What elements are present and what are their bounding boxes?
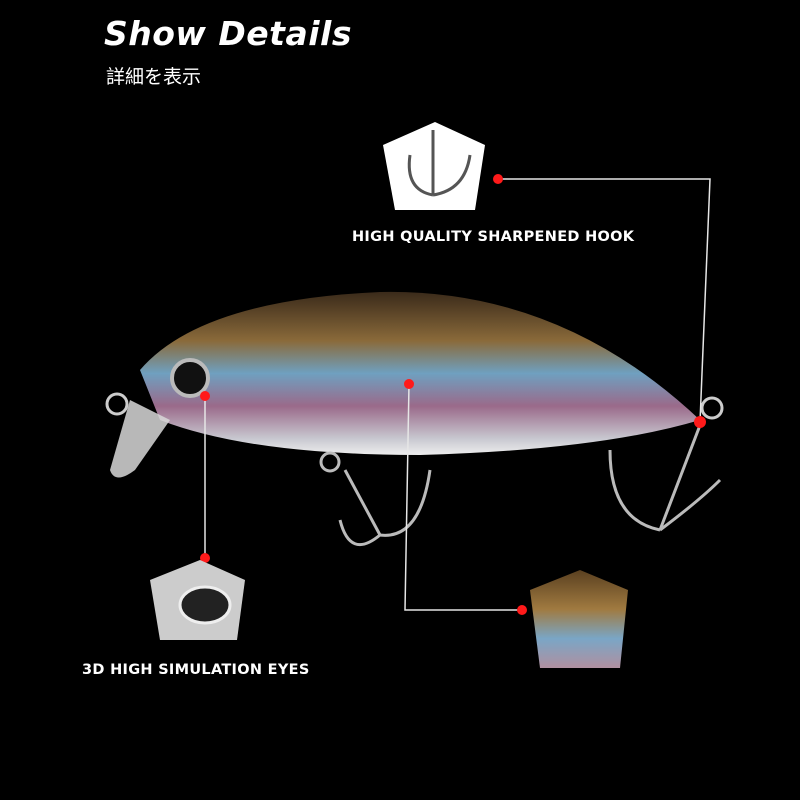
lure-eye [170, 358, 210, 398]
eyes-callout-label: 3D HIGH SIMULATION EYES [82, 662, 310, 678]
scale-detail-callout [530, 570, 628, 668]
page-title: Show Details [104, 14, 352, 53]
hook-detail-callout [383, 122, 485, 210]
leader-lines [204, 178, 711, 611]
line-tie-ring [105, 392, 129, 416]
tail-treble-hook [608, 419, 722, 532]
lure-body [140, 291, 700, 455]
red-markers [200, 174, 706, 615]
eye-detail-callout [150, 560, 245, 640]
lure-lip [110, 400, 170, 478]
page-subtitle: 詳細を表示 [106, 66, 202, 88]
belly-treble-hook [319, 451, 432, 546]
tail-ring [700, 396, 724, 420]
hook-callout-label: HIGH QUALITY SHARPENED HOOK [352, 229, 635, 245]
